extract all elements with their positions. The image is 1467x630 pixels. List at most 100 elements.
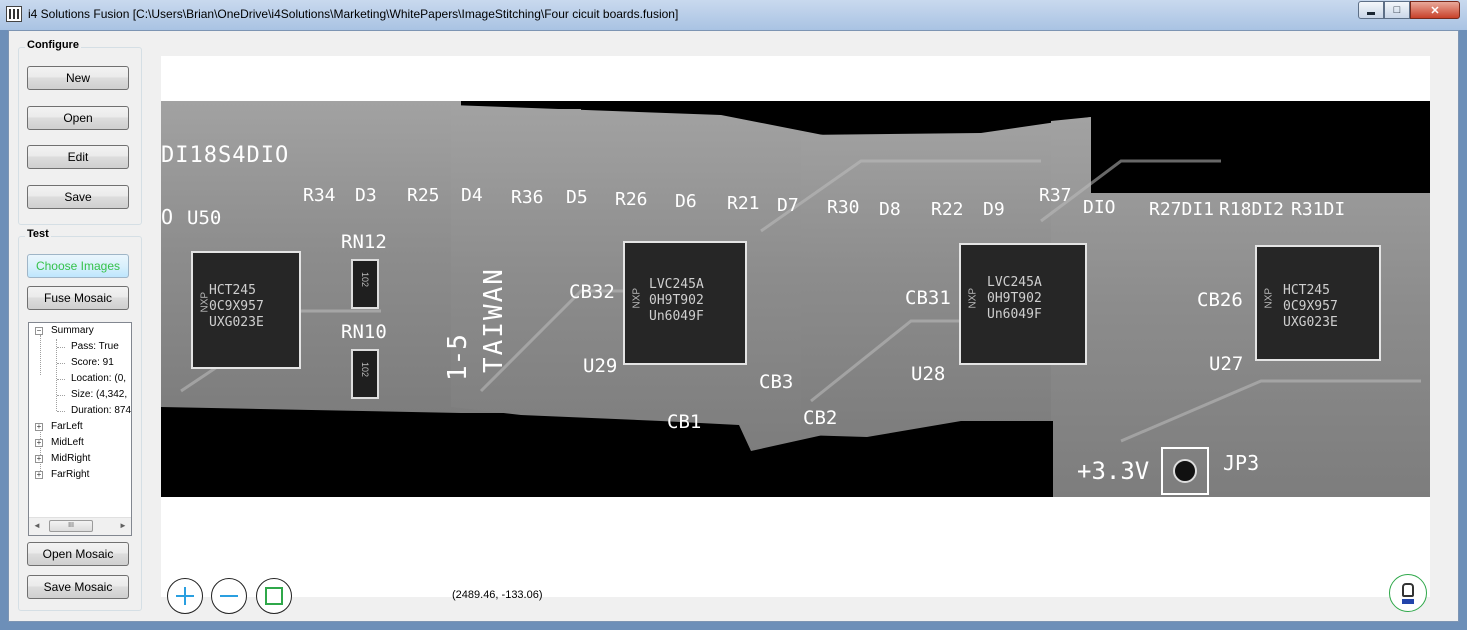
ref-designator-label: D4 xyxy=(461,185,483,206)
expand-icon[interactable]: + xyxy=(35,422,43,431)
test-title: Test xyxy=(25,228,51,240)
minimize-button[interactable] xyxy=(1358,1,1384,19)
ref-designator-label: D9 xyxy=(983,199,1005,220)
test-group: Test Choose Images Fuse Mosaic − Summary… xyxy=(18,228,142,611)
chip-marking: HCT245 xyxy=(209,283,256,298)
ref-designator-label: D5 xyxy=(566,187,588,208)
tree-horizontal-scrollbar[interactable]: ◄ III ► xyxy=(29,517,131,535)
fit-to-window-icon xyxy=(265,587,283,605)
chip-marking: Un6049F xyxy=(987,307,1042,322)
cap-label: CB3 xyxy=(759,371,794,393)
rn-label: RN12 xyxy=(341,231,387,253)
scroll-right-icon[interactable]: ► xyxy=(119,521,127,530)
cursor-coordinates: (2489.46, -133.06) xyxy=(452,589,543,601)
ref-designator-label: R31DI xyxy=(1291,199,1346,220)
minimize-icon xyxy=(1367,11,1375,15)
zoom-out-button[interactable] xyxy=(211,578,247,614)
results-tree[interactable]: − Summary Pass: True Score: 91 Location:… xyxy=(28,322,132,536)
ref-designator-label: R27DI1 xyxy=(1149,199,1215,220)
ref-designator-label: R34 xyxy=(303,185,336,206)
chip-ref-label: U50 xyxy=(187,207,222,229)
chip-ref-label: U27 xyxy=(1209,353,1244,375)
chip-brand: NXP xyxy=(1263,287,1275,309)
resistor-network: 102 xyxy=(351,259,379,309)
ref-designator-label: R30 xyxy=(827,197,860,218)
edit-button[interactable]: Edit xyxy=(27,145,129,169)
tree-node-label: Summary xyxy=(51,325,94,336)
fuse-mosaic-button[interactable]: Fuse Mosaic xyxy=(27,286,129,310)
jumper-label: JP3 xyxy=(1223,451,1260,475)
cap-label: CB32 xyxy=(569,281,615,303)
rn-value: 102 xyxy=(360,272,370,288)
window-title: i4 Solutions Fusion [C:\Users\Brian\OneD… xyxy=(28,7,679,21)
zoom-out-icon xyxy=(220,595,238,597)
tree-node-label: FarLeft xyxy=(51,421,83,432)
chip-marking: 0H9T902 xyxy=(649,293,704,308)
ic-chip-u50: U50 NXP HCT245 0C9X957 UXG023E xyxy=(187,207,305,383)
zoom-in-button[interactable] xyxy=(167,578,203,614)
chip-marking: HCT245 xyxy=(1283,283,1330,298)
scroll-left-icon[interactable]: ◄ xyxy=(33,521,41,530)
open-mosaic-button[interactable]: Open Mosaic xyxy=(27,542,129,566)
chip-body: NXP LVC245A 0H9T902 Un6049F xyxy=(959,243,1087,365)
save-button[interactable]: Save xyxy=(27,185,129,209)
board-silkscreen-label: DI18S4DIO xyxy=(161,143,290,168)
tree-detail-score[interactable]: Score: 91 xyxy=(71,357,114,368)
chip-marking: UXG023E xyxy=(1283,315,1338,330)
tree-detail-location[interactable]: Location: (0, xyxy=(71,373,127,384)
ic-chip-u29: U29 NXP LVC245A 0H9T902 Un6049F xyxy=(583,219,749,389)
ic-chip-u27: U27 NXP HCT245 0C9X957 UXG023E xyxy=(1209,235,1389,385)
chip-marking: LVC245A xyxy=(987,275,1042,290)
chip-brand: NXP xyxy=(967,287,979,309)
ref-designator-label: D3 xyxy=(355,185,377,206)
maximize-button[interactable]: □ xyxy=(1384,1,1410,19)
chip-body: NXP HCT245 0C9X957 UXG023E xyxy=(1255,245,1381,361)
save-mosaic-button[interactable]: Save Mosaic xyxy=(27,575,129,599)
chip-ref-label: U29 xyxy=(583,355,618,377)
board-text-taiwan: TAIWAN xyxy=(479,267,509,373)
open-button[interactable]: Open xyxy=(27,106,129,130)
configure-title: Configure xyxy=(25,39,81,51)
board-silkscreen-label: O xyxy=(161,205,174,229)
chip-brand: NXP xyxy=(631,287,643,309)
tree-detail-size[interactable]: Size: (4,342, xyxy=(71,389,128,400)
tree-detail-duration[interactable]: Duration: 874 xyxy=(71,405,132,416)
cap-label: CB31 xyxy=(905,287,951,309)
chip-marking: 0H9T902 xyxy=(987,291,1042,306)
chip-ref-label: U28 xyxy=(911,363,946,385)
chip-body: NXP HCT245 0C9X957 UXG023E xyxy=(191,251,301,369)
scroll-thumb[interactable]: III xyxy=(49,520,93,532)
expand-icon[interactable]: + xyxy=(35,470,43,479)
expand-icon[interactable]: + xyxy=(35,454,43,463)
chip-body: NXP LVC245A 0H9T902 Un6049F xyxy=(623,241,747,365)
close-button[interactable]: ✕ xyxy=(1410,1,1460,19)
tree-node-label: FarRight xyxy=(51,469,90,480)
ref-designator-label: R36 xyxy=(511,187,544,208)
title-bar[interactable]: i4 Solutions Fusion [C:\Users\Brian\OneD… xyxy=(0,0,1467,30)
rn-value: 102 xyxy=(360,362,370,378)
expand-icon[interactable]: + xyxy=(35,438,43,447)
collapse-icon[interactable]: − xyxy=(35,326,43,335)
fit-to-window-button[interactable] xyxy=(256,578,292,614)
voltage-label: +3.3V xyxy=(1077,457,1150,485)
ref-designator-label: D8 xyxy=(879,199,901,220)
jumper-pad xyxy=(1161,447,1209,495)
configure-group: Configure New Open Edit Save xyxy=(18,39,142,225)
cap-label: CB26 xyxy=(1197,289,1243,311)
tree-detail-pass[interactable]: Pass: True xyxy=(71,341,119,352)
pan-hand-icon xyxy=(1402,583,1414,597)
chip-marking: 0C9X957 xyxy=(1283,299,1338,314)
choose-images-button[interactable]: Choose Images xyxy=(27,254,129,278)
tree-node-label: MidRight xyxy=(51,453,91,464)
ic-chip-u28: U28 NXP LVC245A 0H9T902 Un6049F xyxy=(911,223,1095,393)
ref-designator-label: D7 xyxy=(777,195,799,216)
new-button[interactable]: New xyxy=(27,66,129,90)
cap-label: CB2 xyxy=(803,407,838,429)
ref-designator-label: R25 xyxy=(407,185,440,206)
ref-designator-label: R26 xyxy=(615,189,648,210)
ref-designator-label: R18DI2 xyxy=(1219,199,1285,220)
pan-hand-button[interactable] xyxy=(1389,574,1427,612)
ref-designator-label: D6 xyxy=(675,191,697,212)
